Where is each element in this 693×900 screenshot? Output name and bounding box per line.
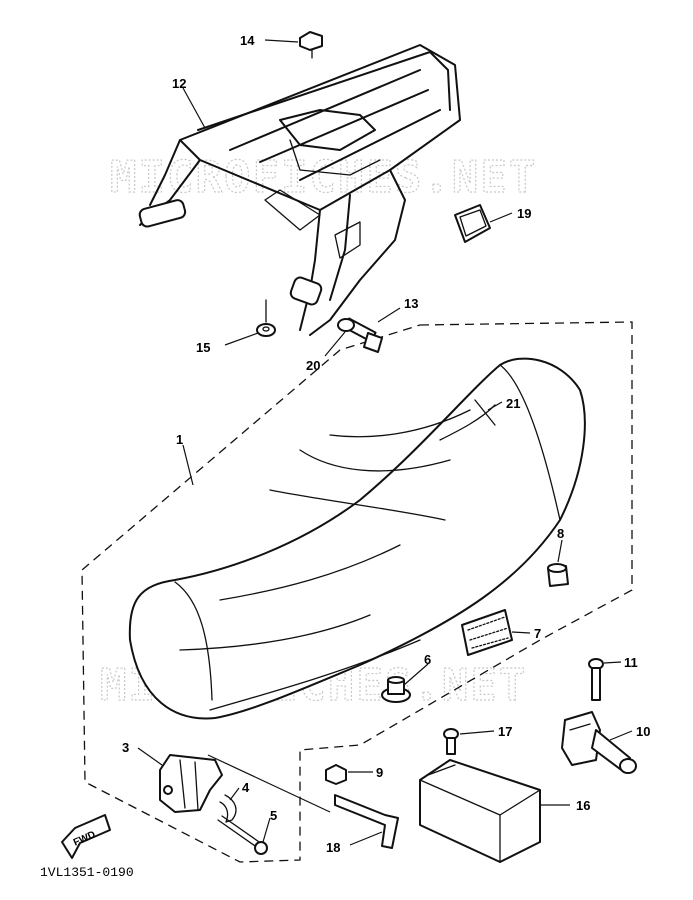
clip-part-4 <box>219 794 237 823</box>
diagram-code: 1VL1351-0190 <box>40 865 134 880</box>
watermark-top: MICROFICHES.NET <box>110 152 537 203</box>
bracket-part-18 <box>334 794 399 849</box>
callout-14: 14 <box>240 33 255 48</box>
callout-5: 5 <box>270 808 277 823</box>
callout-10: 10 <box>636 724 650 739</box>
callout-13: 13 <box>404 296 418 311</box>
bolt-part-13 <box>337 317 383 353</box>
callout-11: 11 <box>624 655 638 670</box>
callout-7: 7 <box>534 626 541 641</box>
callout-6: 6 <box>424 652 431 667</box>
callout-1: 1 <box>176 432 183 447</box>
bolt-part-17 <box>443 728 459 755</box>
washer-part-15 <box>256 299 276 337</box>
bolt-part-11 <box>588 658 604 701</box>
callout-19: 19 <box>517 206 531 221</box>
callout-8: 8 <box>557 526 564 541</box>
pin-part-5 <box>217 815 268 855</box>
callout-9: 9 <box>376 765 383 780</box>
callout-16: 16 <box>576 798 590 813</box>
damper-part-8 <box>547 563 569 587</box>
callout-12: 12 <box>172 76 186 91</box>
seat-lock-part-10 <box>561 711 637 774</box>
hinge-part-3 <box>159 754 223 813</box>
grommet-part-19 <box>454 204 491 243</box>
callout-15: 15 <box>196 340 210 355</box>
nut-part-14 <box>299 31 323 59</box>
tray-part-16 <box>419 759 541 863</box>
callout-18: 18 <box>326 840 340 855</box>
callout-17: 17 <box>498 724 512 739</box>
leader-lines <box>137 39 633 846</box>
nut-part-9 <box>325 764 347 785</box>
callout-20: 20 <box>306 358 320 373</box>
rear-carrier <box>138 44 461 336</box>
damper-part-6 <box>381 676 411 703</box>
callout-21: 21 <box>506 396 520 411</box>
fwd-arrow-icon: FWD <box>61 814 111 859</box>
label-part-7 <box>461 609 513 656</box>
seat-assembly-boundary <box>81 321 633 863</box>
callout-3: 3 <box>122 740 129 755</box>
callout-4: 4 <box>242 780 250 795</box>
seat <box>128 357 586 720</box>
